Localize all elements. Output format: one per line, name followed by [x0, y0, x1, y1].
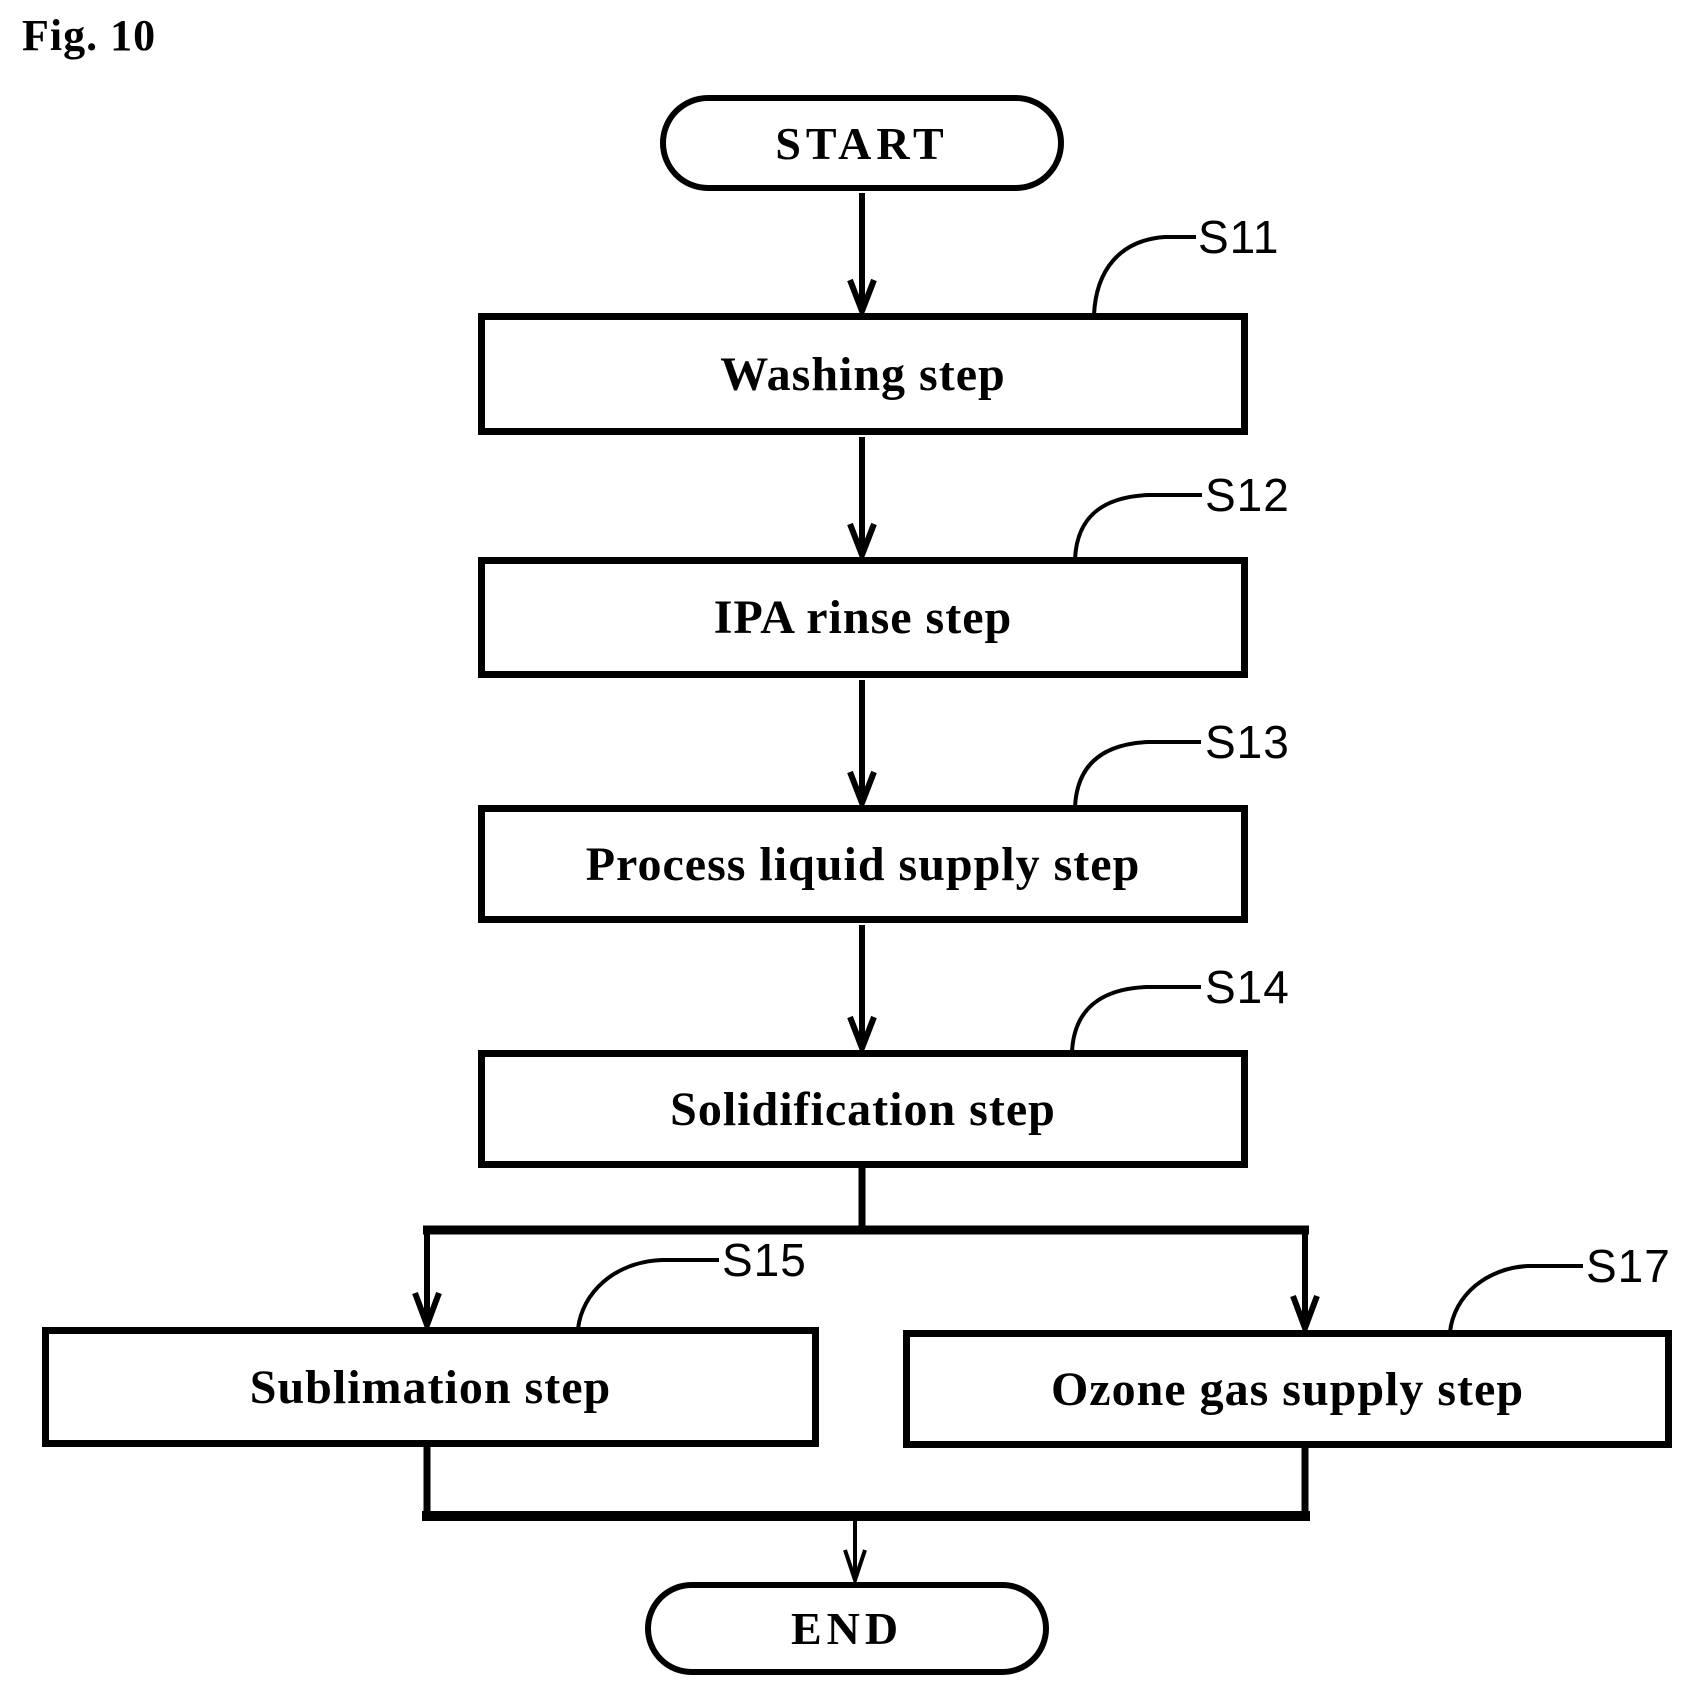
end-label: END	[790, 1603, 904, 1654]
leader-s17	[1448, 1264, 1583, 1333]
flow-box-process-liquid-supply-step: Process liquid supply step	[478, 805, 1248, 923]
step-label: IPA rinse step	[713, 591, 1013, 644]
arrow-ipa-to-process	[847, 680, 877, 812]
step-ref-s15: S15	[722, 1234, 807, 1286]
flow-box-washing-step: Washing step	[478, 313, 1248, 435]
start-label: START	[775, 117, 949, 169]
step-label: Solidification step	[670, 1082, 1056, 1136]
leader-s15	[576, 1258, 719, 1330]
step-ref-s12: S12	[1205, 469, 1290, 521]
step-label: Washing step	[720, 347, 1006, 401]
flow-box-sublimation-step: Sublimation step	[42, 1327, 819, 1447]
leader-s11	[1092, 235, 1196, 316]
step-label: Sublimation step	[249, 1360, 612, 1414]
step-ref-s14: S14	[1205, 961, 1290, 1013]
leader-s12	[1073, 493, 1202, 560]
arrow-split-to-sublimation	[412, 1232, 442, 1334]
arrow-split-to-ozone	[1290, 1232, 1320, 1337]
arrow-start-to-washing	[847, 193, 877, 320]
leader-s14	[1070, 985, 1201, 1053]
end-terminal: END	[645, 1582, 1049, 1675]
step-ref-s11: S11	[1198, 211, 1280, 263]
leader-s13	[1073, 740, 1201, 808]
start-terminal: START	[660, 95, 1064, 191]
step-ref-s17: S17	[1586, 1240, 1671, 1292]
step-label: Process liquid supply step	[585, 837, 1141, 891]
step-label: Ozone gas supply step	[1050, 1362, 1525, 1416]
arrow-process-to-solidification	[847, 925, 877, 1057]
figure-number-label: Fig. 10	[22, 11, 157, 60]
flow-box-ozone-gas-supply-step: Ozone gas supply step	[903, 1330, 1672, 1448]
flow-box-ipa-rinse-step: IPA rinse step	[478, 557, 1248, 678]
flow-box-solidification-step: Solidification step	[478, 1050, 1248, 1168]
step-ref-s13: S13	[1205, 716, 1290, 768]
arrow-washing-to-ipa	[847, 437, 877, 564]
arrow-merge-to-end	[843, 1521, 867, 1587]
